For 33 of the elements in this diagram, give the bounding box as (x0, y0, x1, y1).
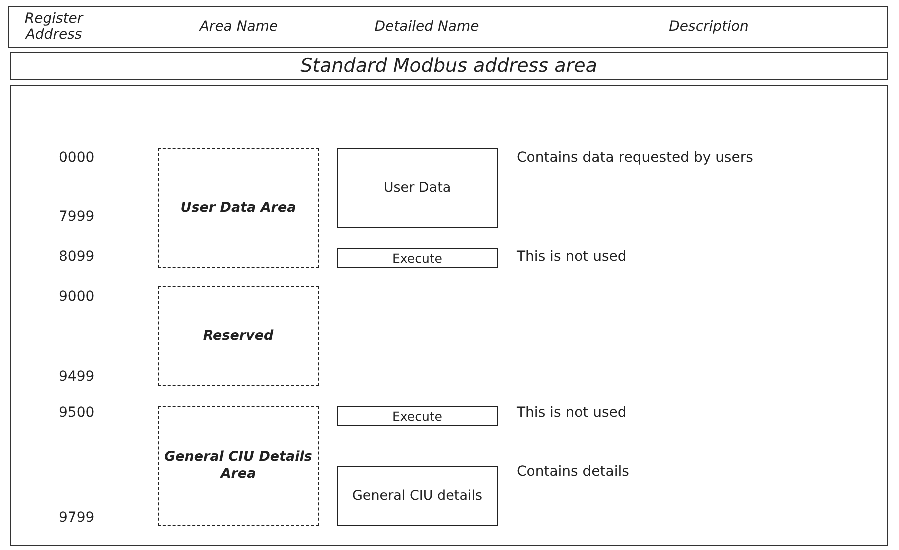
detailed-name: Execute (392, 408, 442, 424)
name-box (337, 406, 498, 426)
table-header (8, 6, 888, 48)
section-title-band (10, 52, 888, 80)
address-map-panel (10, 85, 888, 546)
detailed-name: General CIU details (352, 488, 483, 504)
detailed-name: User Data (384, 180, 452, 196)
area-name: Reserved (203, 328, 274, 344)
description-text: This is not used (517, 405, 627, 422)
detailed-name: Execute (392, 250, 442, 266)
register-address: 9799 (59, 510, 95, 527)
section-title: Standard Modbus address area (300, 55, 598, 77)
name-box (337, 148, 498, 228)
column-heading: Register Address (24, 10, 85, 45)
register-address: 7999 (59, 209, 95, 226)
area-name: General CIU Details Area (164, 449, 314, 483)
register-address: 9500 (59, 405, 95, 422)
register-address: 0000 (59, 150, 95, 167)
column-heading: Description (668, 18, 750, 37)
area-box (158, 406, 319, 526)
description-text: Contains data requested by users (517, 150, 754, 167)
column-heading: Area Name (198, 18, 280, 37)
description-text: This is not used (517, 249, 627, 266)
register-address: 9499 (59, 369, 95, 386)
name-box (337, 466, 498, 526)
area-name: User Data Area (180, 200, 296, 216)
register-address: 9000 (59, 289, 95, 306)
area-box (158, 286, 319, 386)
column-heading: Detailed Name (374, 18, 480, 37)
register-address: 8099 (59, 249, 95, 266)
description-text: Contains details (517, 464, 630, 481)
area-box (158, 148, 319, 268)
name-box (337, 248, 498, 268)
